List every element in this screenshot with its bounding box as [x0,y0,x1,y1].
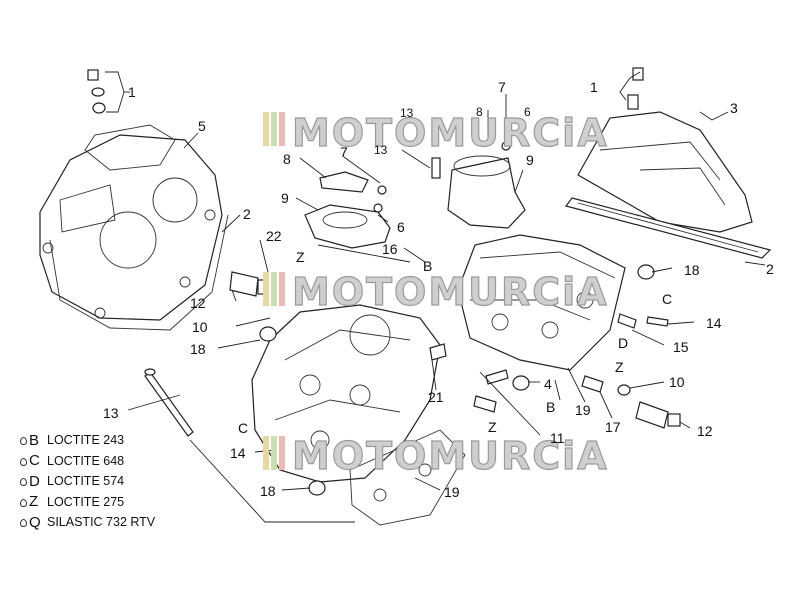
callout-13: 13 [400,106,414,120]
callout-7: 7 [498,79,506,95]
callout-16: 16 [382,241,398,257]
legend-text: LOCTITE 574 [47,474,125,489]
callout-12: 12 [697,423,713,439]
left-intake-manifold [304,171,391,249]
callout-9: 9 [526,152,534,168]
legend-code: D [29,472,40,490]
callout-8: 8 [283,151,291,167]
callout-14: 14 [230,445,246,461]
legend-row: C LOCTITE 648 [20,451,210,472]
callout-15: 15 [673,339,689,355]
legend-text: LOCTITE 243 [47,433,125,448]
callout-21: 21 [428,389,444,405]
callout-4: 4 [544,376,552,392]
drop-icon [20,457,27,466]
callout-labels: 1 5 2 7 13 8 6 7 13 8 6 9 9 1 3 2 22 16 … [103,79,774,500]
legend-text: LOCTITE 648 [47,453,125,468]
callout-5: 5 [198,118,206,134]
right-cylinder-head [457,234,626,371]
callout-17: 17 [605,419,621,435]
callout-8: 8 [476,105,483,119]
legend-row: D LOCTITE 574 [20,471,210,492]
callout-1: 1 [128,84,136,100]
adhesive-tag-z: Z [488,419,497,435]
callout-6: 6 [524,105,531,119]
adhesive-tag-b: B [546,399,555,415]
right-valve-cover [564,67,772,259]
left-cover-screws [87,69,130,114]
adhesive-tag-c: C [662,291,672,307]
callout-9: 9 [281,190,289,206]
drop-icon [20,498,27,507]
callout-18: 18 [190,341,206,357]
adhesive-tag-c: C [238,420,248,436]
watermark-text: MOTOMURCiA [292,270,609,314]
callout-7: 7 [340,144,348,160]
callout-22: 22 [266,228,282,244]
adhesive-tag-b: B [423,258,432,274]
callout-13: 13 [103,405,119,421]
callout-10: 10 [192,319,208,335]
watermark-top: MOTOMURCiA [263,110,609,156]
left-valve-cover [39,124,229,331]
callout-10: 10 [669,374,685,390]
callout-6: 6 [397,219,405,235]
right-intake-manifold [431,141,526,229]
drop-icon [20,436,27,446]
watermark-middle: MOTOMURCiA [263,269,609,315]
callout-14: 14 [706,315,722,331]
legend-text: SILASTIC 732 RTV [47,515,156,530]
legend-code: B [29,431,40,449]
callout-13: 13 [374,143,388,157]
callout-18: 18 [260,483,276,499]
callout-19: 19 [444,484,460,500]
legend-code: Z [29,493,39,511]
callout-11: 11 [550,430,565,446]
callout-1: 1 [590,79,598,95]
callout-12: 12 [190,295,206,311]
nuts-and-fittings [259,264,669,496]
long-stud-bolt [144,368,194,437]
legend-row: Q SILASTIC 732 RTV [20,512,210,533]
legend-row: Z LOCTITE 275 [20,492,210,513]
left-head-gasket [349,429,466,526]
callout-19: 19 [575,402,591,418]
drop-icon [20,477,27,487]
callout-3: 3 [730,100,738,116]
watermark-bottom: MOTOMURCiA [263,433,609,479]
legend-code: C [29,452,40,470]
callout-18: 18 [684,262,700,278]
watermark-text: MOTOMURCiA [292,111,609,155]
leader-lines [127,94,766,523]
adhesive-tag-z: Z [296,249,305,265]
callout-2: 2 [766,261,774,277]
legend-text: LOCTITE 275 [47,494,125,509]
adhesive-tag-d: D [618,335,628,351]
left-cylinder-head [251,304,441,483]
adhesive-legend: B LOCTITE 243 C LOCTITE 648 D LOCTITE 57… [20,430,210,533]
drop-icon [20,518,27,528]
adhesive-tag-z: Z [615,359,624,375]
legend-row: B LOCTITE 243 [20,430,210,451]
legend-code: Q [29,513,41,531]
watermark-text: MOTOMURCiA [292,434,609,478]
callout-2: 2 [243,206,251,222]
